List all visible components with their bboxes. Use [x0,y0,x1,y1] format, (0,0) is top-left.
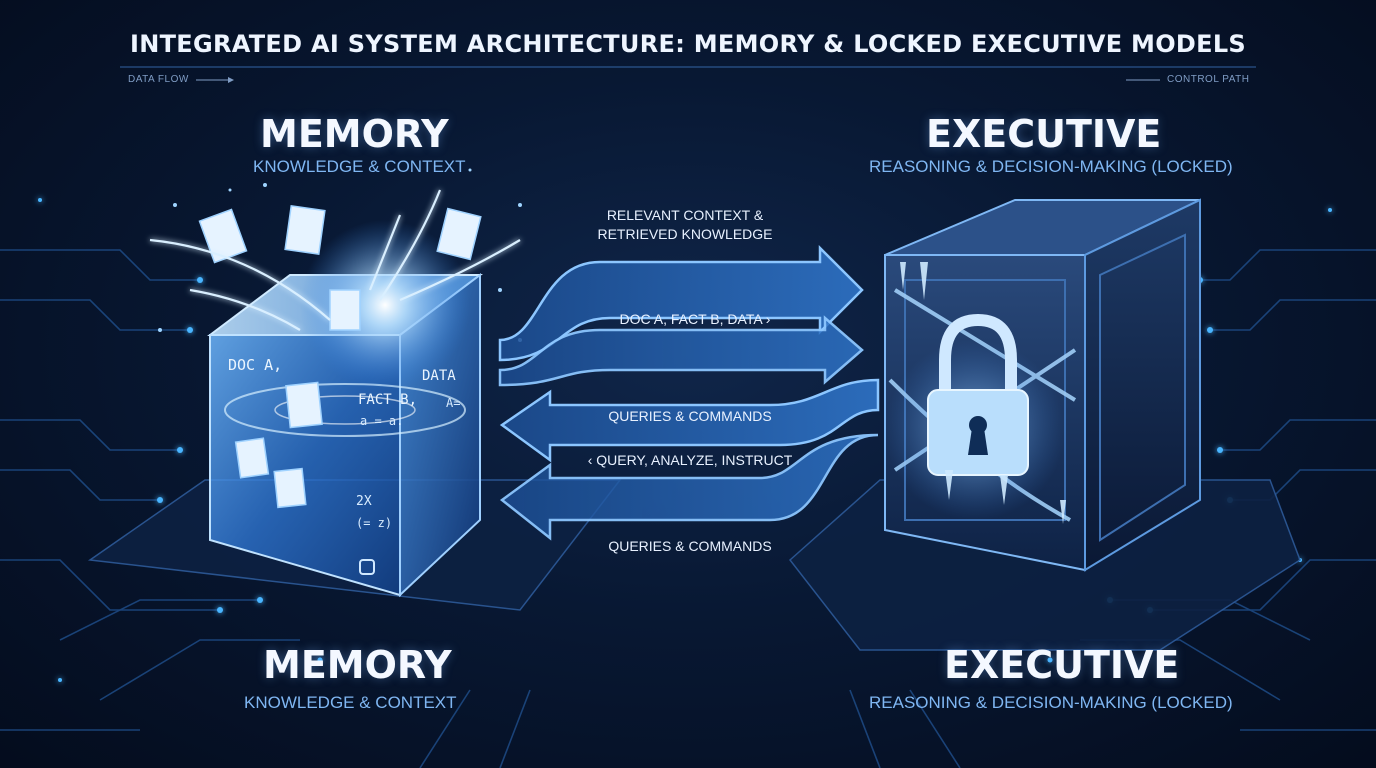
document-icon [284,205,326,255]
legend-data-flow: DATA FLOW [128,74,189,85]
legend-data-flow-arrowhead [228,77,234,83]
icicles [900,262,1066,524]
flying-documents [198,205,482,509]
executive-safe-side-panel [1099,233,1186,542]
flying-sparks [158,168,522,342]
footer-executive-subheading: REASONING & DECISION-MAKING (LOCKED) [869,693,1233,712]
memory-vortex [224,383,466,437]
footer-memory-heading: MEMORY [263,643,452,687]
memory-cube-slot [359,559,375,575]
flying-arrows [149,189,521,331]
padlock-shackle [939,313,1017,401]
flow-label-queries-bottom: QUERIES & COMMANDS [608,538,772,554]
flow-band-data [498,315,864,387]
memory-heading: MEMORY [260,112,449,156]
keyhole-slot [968,428,988,455]
legend-control-path: CONTROL PATH [1167,74,1250,85]
cube-label-fact: FACT B, [358,392,418,408]
footer-executive-heading: EXECUTIVE [944,643,1180,687]
footer-memory-subheading: KNOWLEDGE & CONTEXT [244,693,457,712]
executive-safe [884,198,1201,572]
cube-label-data: DATA [422,368,456,384]
flow-band-queries [499,378,880,463]
flow-arrow-queries [499,378,880,541]
flow-band-instruct [499,433,879,541]
document-icon [234,437,270,479]
memory-burst-glow [300,220,470,390]
document-icon [198,208,248,264]
executive-safe-side [1084,198,1201,572]
flow-label-doc-fact-data: DOC A, FACT B, DATA › [619,311,771,327]
cube-label-eq2: 2X [356,494,372,509]
cube-label-eq3: (= z) [356,516,393,530]
cube-label-a-eq: A= [446,396,461,410]
memory-vortex-inner [274,395,416,425]
flow-label-context-line2: RETRIEVED KNOWLEDGE [597,226,773,242]
cube-label-eq1: a = a. [360,414,404,428]
document-icon [436,207,482,261]
executive-heading: EXECUTIVE [926,112,1162,156]
cube-label-doc: DOC A, [228,356,283,374]
document-icon [329,289,361,331]
executive-subheading: REASONING & DECISION-MAKING (LOCKED) [869,157,1233,176]
flow-label-query-analyze-instruct: ‹ QUERY, ANALYZE, INSTRUCT [587,452,793,468]
document-icon [285,381,323,429]
document-icon [273,467,307,509]
page-title: INTEGRATED AI SYSTEM ARCHITECTURE: MEMOR… [129,30,1247,58]
flow-label-context-line1: RELEVANT CONTEXT & [606,207,764,223]
memory-subheading: KNOWLEDGE & CONTEXT [253,157,466,176]
flow-label-queries-top: QUERIES & COMMANDS [608,408,772,424]
flow-arrow-retrieved-knowledge [498,244,864,387]
